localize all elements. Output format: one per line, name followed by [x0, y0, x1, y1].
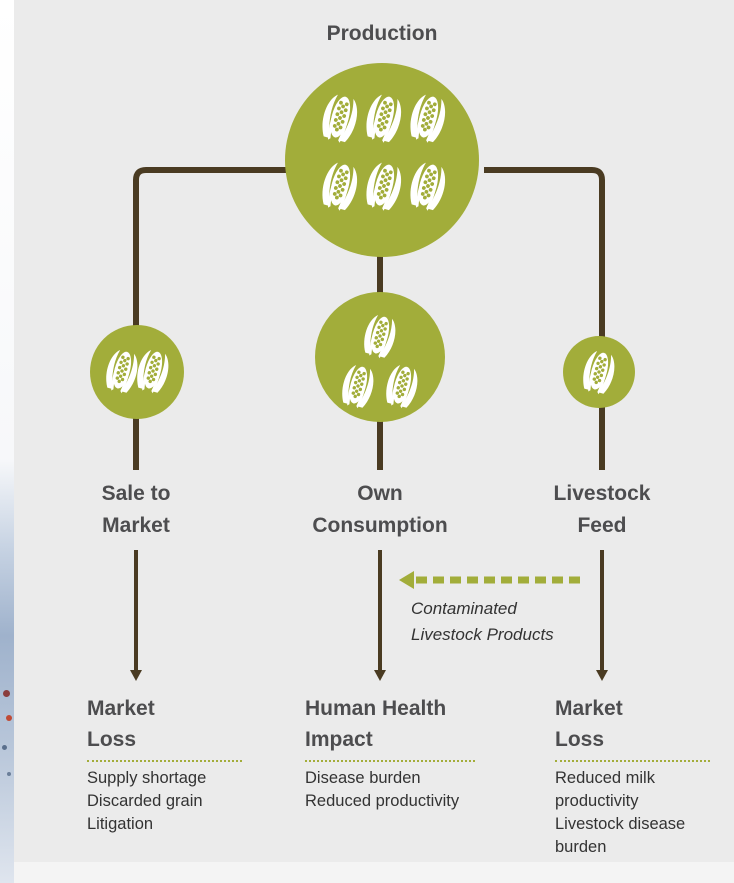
- outcome-title-market-loss-sale: Market Loss: [87, 693, 155, 755]
- production-label: Production: [326, 22, 438, 45]
- title-line: Impact: [305, 728, 373, 751]
- title-line: Market: [87, 697, 155, 720]
- label-line: Consumption: [312, 514, 448, 537]
- note-line: Contaminated: [411, 599, 517, 618]
- outcome-divider: [555, 760, 710, 762]
- sale-to-market-label: Sale to Market: [56, 478, 216, 542]
- title-line: Loss: [87, 728, 137, 751]
- label-line: Feed: [577, 514, 627, 537]
- contaminated-livestock-products-note: Contaminated Livestock Products: [411, 596, 554, 648]
- label-line: Sale to: [101, 482, 171, 505]
- photo-speck: [7, 772, 11, 776]
- connector-right: [484, 167, 605, 345]
- outcome-list-market-loss-sale: Supply shortage Discarded grain Litigati…: [87, 767, 206, 836]
- title-line: Market: [555, 697, 623, 720]
- footer-strip: [14, 862, 734, 883]
- title-line: Loss: [555, 728, 605, 751]
- list-item: Supply shortage: [87, 769, 207, 787]
- outcome-list-human-health: Disease burden Reduced productivity: [305, 767, 459, 813]
- outcome-divider: [305, 760, 475, 762]
- outcome-title-market-loss-livestock: Market Loss: [555, 693, 623, 755]
- outcome-title-human-health: Human Health Impact: [305, 693, 446, 755]
- label-line: Livestock: [553, 482, 651, 505]
- photo-speck: [2, 745, 7, 750]
- list-item: Livestock disease: [555, 815, 686, 833]
- outcome-list-market-loss-livestock: Reduced milk productivity Livestock dise…: [555, 767, 685, 859]
- note-line: Livestock Products: [411, 625, 554, 644]
- background-photo-edge: [0, 0, 14, 883]
- list-item: burden: [555, 838, 607, 856]
- list-item: productivity: [555, 792, 639, 810]
- list-item: Disease burden: [305, 769, 421, 787]
- livestock-feed-label: Livestock Feed: [522, 478, 682, 542]
- list-item: Reduced milk: [555, 769, 655, 787]
- sale-node: [90, 325, 184, 419]
- diagram-panel: Production Sale to Market Own Consumptio…: [14, 0, 734, 862]
- title-line: Human Health: [305, 697, 447, 720]
- arrow-center-head: [374, 670, 386, 681]
- list-item: Litigation: [87, 815, 154, 833]
- outcome-arrows: [130, 550, 608, 681]
- flow-diagram: [90, 63, 635, 681]
- arrow-left-head: [130, 670, 142, 681]
- list-item: Discarded grain: [87, 792, 203, 810]
- outcome-divider: [87, 760, 242, 762]
- label-line: Market: [102, 514, 170, 537]
- connector-left: [133, 167, 300, 345]
- photo-speck: [6, 715, 12, 721]
- list-item: Reduced productivity: [305, 792, 460, 810]
- label-line: Own: [357, 482, 403, 505]
- production-node: [285, 63, 479, 257]
- own-consumption-label: Own Consumption: [280, 478, 480, 542]
- arrow-right-head: [596, 670, 608, 681]
- contaminated-link-arrow: [399, 571, 580, 589]
- photo-speck: [3, 690, 10, 697]
